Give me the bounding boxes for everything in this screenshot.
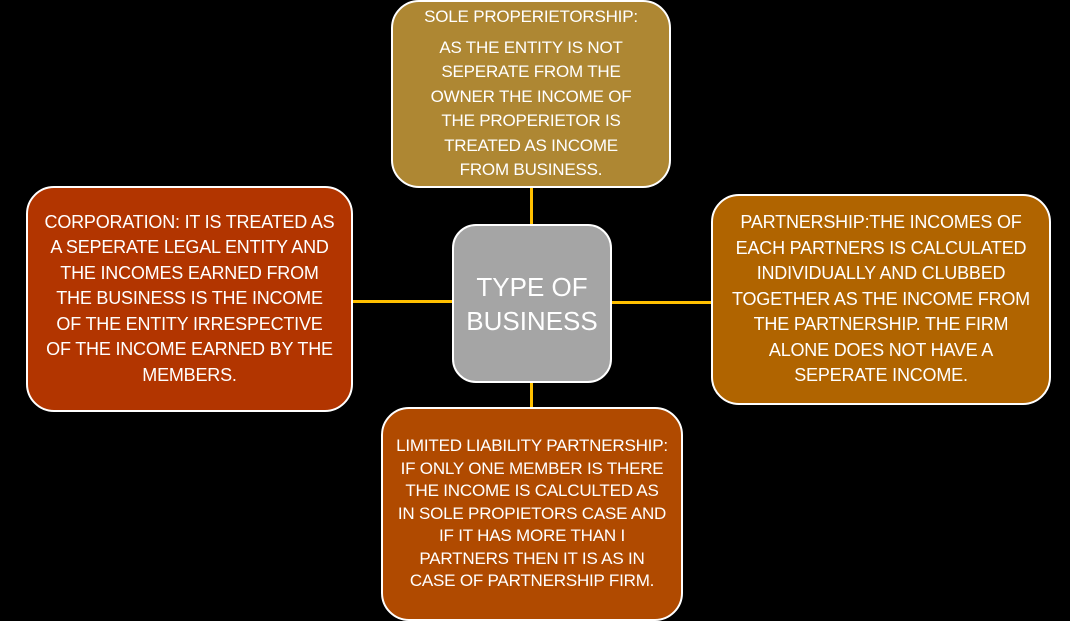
node-sole-proprietorship-title: SOLE PROPERIETORSHIP:: [424, 7, 638, 27]
node-corporation-text: CORPORATION: IT IS TREATED AS A SEPERATE…: [44, 211, 335, 385]
node-llp-text: LIMITED LIABILITY PARTNERSHIP: IF ONLY O…: [396, 436, 668, 591]
connector-right: [611, 301, 713, 304]
node-sole-proprietorship: SOLE PROPERIETORSHIP: AS THE ENTITY IS N…: [391, 0, 671, 188]
node-corporation: CORPORATION: IT IS TREATED AS A SEPERATE…: [26, 186, 353, 412]
node-sole-proprietorship-text: AS THE ENTITY IS NOT SEPERATE FROM THE O…: [430, 37, 632, 180]
node-limited-liability-partnership: LIMITED LIABILITY PARTNERSHIP: IF ONLY O…: [381, 407, 683, 621]
center-label-line2: BUSINESS: [466, 305, 598, 336]
connector-left: [352, 300, 453, 303]
connector-bottom: [530, 382, 533, 409]
node-partnership: PARTNERSHIP:THE INCOMES OF EACH PARTNERS…: [711, 194, 1051, 405]
node-center-type-of-business: TYPE OF BUSINESS: [452, 224, 612, 383]
center-label-line1: TYPE OF: [476, 271, 588, 302]
connector-top: [530, 187, 533, 226]
node-partnership-text: PARTNERSHIP:THE INCOMES OF EACH PARTNERS…: [732, 212, 1030, 386]
